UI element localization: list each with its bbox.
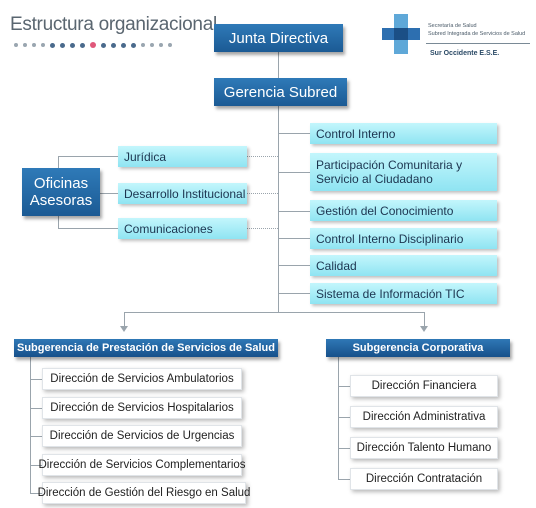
connector (58, 156, 118, 157)
arrow-down-icon (120, 326, 128, 332)
direccion-ambulatorios-box[interactable]: Dirección de Servicios Ambulatorios (42, 368, 242, 390)
logo-text-subred: Subred Integrada de Servicios de Salud (428, 31, 526, 37)
oficinas-asesoras-box[interactable]: Oficinas Asesoras (22, 168, 100, 216)
connector (424, 312, 425, 328)
subgerencia-prestacion-label: Subgerencia de Prestación de Servicios d… (17, 342, 275, 354)
dotted-connector (247, 193, 278, 194)
page-title: Estructura organizacional (10, 14, 217, 35)
subgerencia-corporativa-box[interactable]: Subgerencia Corporativa (326, 339, 510, 357)
gerencia-subred-box[interactable]: Gerencia Subred (214, 78, 347, 106)
connector (30, 465, 42, 466)
direccion-complementarios-label: Dirección de Servicios Complementarios (38, 459, 246, 471)
connector (278, 52, 279, 78)
direccion-financiera-box[interactable]: Dirección Financiera (350, 375, 498, 397)
logo-text-secretaria: Secretaría de Salud (428, 23, 477, 29)
asesoras-label: Asesoras (29, 192, 93, 209)
gerencia-subred-label: Gerencia Subred (223, 83, 338, 101)
connector (30, 493, 42, 494)
connector (338, 448, 350, 449)
direccion-contratacion-label: Dirección Contratación (365, 473, 483, 485)
control-interno-disciplinario-label: Control Interno Disciplinario (316, 231, 464, 246)
junta-directiva-label: Junta Directiva (228, 29, 329, 47)
connector (124, 312, 424, 313)
calidad-box[interactable]: Calidad (310, 255, 497, 276)
comunicaciones-label: Comunicaciones (124, 221, 213, 236)
direccion-financiera-label: Dirección Financiera (371, 380, 477, 392)
connector (278, 293, 310, 294)
direccion-urgencias-box[interactable]: Dirección de Servicios de Urgencias (42, 425, 242, 447)
desarrollo-institucional-box[interactable]: Desarrollo Institucional (118, 183, 247, 204)
control-interno-box[interactable]: Control Interno (310, 123, 497, 144)
direccion-hospitalarios-box[interactable]: Dirección de Servicios Hospitalarios (42, 397, 242, 419)
active-dot-icon (90, 42, 96, 48)
connector (278, 238, 310, 239)
subgerencia-corporativa-label: Subgerencia Corporativa (352, 342, 484, 354)
desarrollo-institucional-label: Desarrollo Institucional (124, 186, 246, 201)
connector (30, 357, 31, 494)
connector (338, 417, 350, 418)
direccion-gestion-riesgo-box[interactable]: Dirección de Gestión del Riesgo en Salud (38, 482, 250, 504)
connector (30, 379, 42, 380)
connector (100, 193, 118, 194)
participacion-comunitaria-box[interactable]: Participación Comunitaria y Servicio al … (310, 153, 497, 191)
connector (278, 172, 310, 173)
institution-logo (380, 12, 532, 68)
direccion-administrativa-box[interactable]: Dirección Administrativa (350, 406, 498, 428)
juridica-label: Jurídica (124, 149, 167, 164)
sistema-informacion-tic-box[interactable]: Sistema de Información TIC (310, 283, 497, 304)
participacion-label-line1: Participación Comunitaria y (316, 158, 463, 172)
direccion-gestion-riesgo-label: Dirección de Gestión del Riesgo en Salud (37, 487, 251, 499)
sistema-informacion-tic-label: Sistema de Información TIC (316, 286, 465, 301)
direccion-ambulatorios-label: Dirección de Servicios Ambulatorios (50, 373, 234, 385)
connector (124, 312, 125, 328)
connector (278, 133, 310, 134)
direccion-complementarios-box[interactable]: Dirección de Servicios Complementarios (38, 454, 246, 476)
connector (30, 408, 42, 409)
connector (338, 357, 339, 479)
control-interno-label: Control Interno (316, 126, 396, 141)
oficinas-label: Oficinas (33, 175, 89, 192)
calidad-label: Calidad (316, 258, 357, 273)
comunicaciones-box[interactable]: Comunicaciones (118, 218, 247, 239)
direccion-contratacion-box[interactable]: Dirección Contratación (350, 468, 498, 490)
connector (338, 386, 350, 387)
dotted-connector (247, 156, 278, 157)
direccion-administrativa-label: Dirección Administrativa (362, 411, 486, 423)
connector (278, 106, 279, 312)
connector (278, 265, 310, 266)
juridica-box[interactable]: Jurídica (118, 146, 247, 167)
logo-text-sur-occidente: Sur Occidente E.S.E. (430, 50, 500, 57)
title-dots-decoration (14, 42, 172, 48)
direccion-urgencias-label: Dirección de Servicios de Urgencias (49, 430, 235, 442)
gestion-conocimiento-box[interactable]: Gestión del Conocimiento (310, 200, 497, 221)
direccion-talento-humano-label: Dirección Talento Humano (356, 442, 492, 454)
connector (338, 479, 350, 480)
participacion-label-line2: Servicio al Ciudadano (316, 172, 433, 186)
connector (278, 211, 310, 212)
logo-divider (426, 43, 530, 44)
gestion-conocimiento-label: Gestión del Conocimiento (316, 203, 454, 218)
junta-directiva-box[interactable]: Junta Directiva (214, 24, 343, 52)
health-cross-icon (382, 14, 420, 54)
direccion-talento-humano-box[interactable]: Dirección Talento Humano (350, 437, 498, 459)
direccion-hospitalarios-label: Dirección de Servicios Hospitalarios (50, 402, 234, 414)
subgerencia-prestacion-box[interactable]: Subgerencia de Prestación de Servicios d… (14, 339, 278, 357)
control-interno-disciplinario-box[interactable]: Control Interno Disciplinario (310, 228, 497, 249)
arrow-down-icon (420, 326, 428, 332)
dotted-connector (247, 228, 278, 229)
connector (58, 228, 118, 229)
connector (30, 436, 42, 437)
